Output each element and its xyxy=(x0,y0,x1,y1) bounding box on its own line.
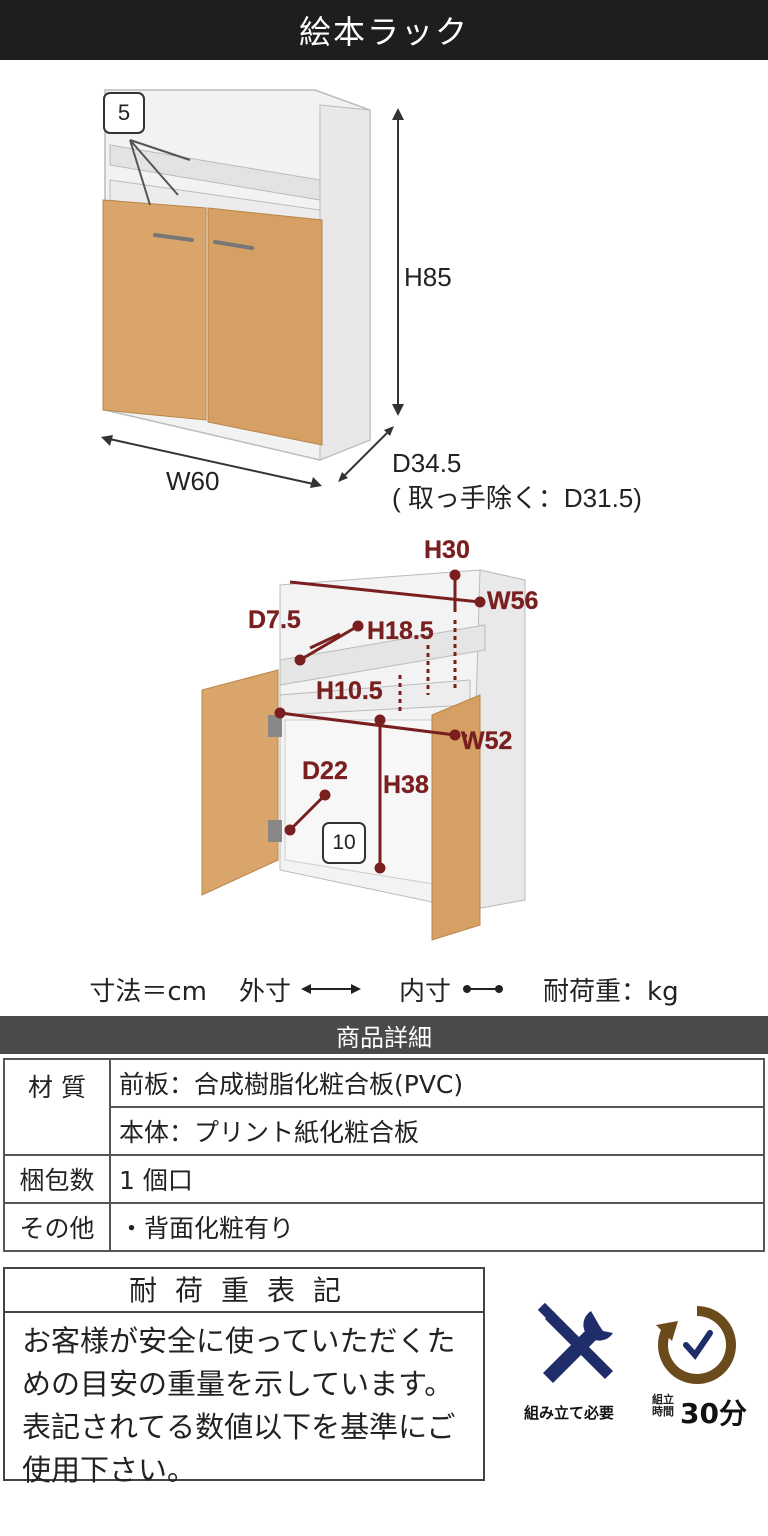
inner-w52-label: W52 xyxy=(461,727,513,755)
inner-dot-line-icon xyxy=(463,985,504,993)
outer-width-label: W60 xyxy=(166,466,220,496)
time-small-label: 組立時間 xyxy=(652,1393,674,1418)
legend-load: 耐荷重：kg xyxy=(543,976,679,1007)
dimension-legend: 寸法＝cm 外寸 内寸 耐荷重：kg xyxy=(0,965,768,1013)
assembly-caption: 組み立て必要 xyxy=(524,1404,615,1422)
inner-dimension-illustration xyxy=(201,569,526,941)
load-notice-box xyxy=(3,1267,485,1481)
inner-d7-5-label: D7.5 xyxy=(248,606,301,634)
package-value: 1 個口 xyxy=(111,1156,765,1204)
material-label: 材 質 xyxy=(3,1058,111,1156)
material-front-value: 前板：合成樹脂化粧合板(PVC) xyxy=(111,1058,765,1108)
other-value: ・背面化粧有り xyxy=(111,1204,765,1252)
inner-h18-5-label: H18.5 xyxy=(367,617,434,645)
legend-outer: 外寸 xyxy=(239,976,292,1007)
tools-icon xyxy=(537,1303,613,1383)
package-label: 梱包数 xyxy=(3,1156,111,1204)
outer-depth-label: D34.5 xyxy=(392,448,462,478)
outer-depth-note: ( 取っ手除く：D31.5) xyxy=(392,483,642,513)
details-header: 商品詳細 xyxy=(0,1016,768,1054)
inner-h38-label: H38 xyxy=(383,771,429,799)
package-row: 梱包数 1 個口 xyxy=(3,1156,765,1204)
load-notice-title: 耐荷重表記 xyxy=(3,1267,485,1313)
load-notice-text: お客様が安全に使っていただくための目安の重量を示しています。表記されてる数値以下… xyxy=(22,1324,456,1487)
time-value: 30分 xyxy=(680,1397,747,1430)
weight-value-bottom: 10 xyxy=(332,831,356,854)
material-row: 材 質 前板：合成樹脂化粧合板(PVC) 本体：プリント紙化粧合板 xyxy=(3,1058,765,1156)
weight-value-top: 5 xyxy=(117,100,131,125)
weight-badge-bottom: 10 xyxy=(322,822,366,864)
inner-d22-label: D22 xyxy=(302,757,348,785)
page-title: 絵本ラック xyxy=(0,0,768,60)
legend-units: 寸法＝cm xyxy=(89,976,208,1007)
material-body-value: 本体：プリント紙化粧合板 xyxy=(111,1108,765,1156)
weight-badge-top: 5 xyxy=(103,92,145,134)
other-row: その他 ・背面化粧有り xyxy=(3,1204,765,1252)
inner-h30-label: H30 xyxy=(424,536,470,564)
outer-arrow-icon xyxy=(301,984,362,994)
clock-icon xyxy=(656,1306,736,1384)
inner-h10-5-label: H10.5 xyxy=(316,677,383,705)
inner-w56-label: W56 xyxy=(487,587,539,615)
legend-inner: 内寸 xyxy=(399,976,452,1007)
other-label: その他 xyxy=(3,1204,111,1252)
outer-height-label: H85 xyxy=(404,262,452,292)
outer-dimension-illustration xyxy=(101,89,404,488)
